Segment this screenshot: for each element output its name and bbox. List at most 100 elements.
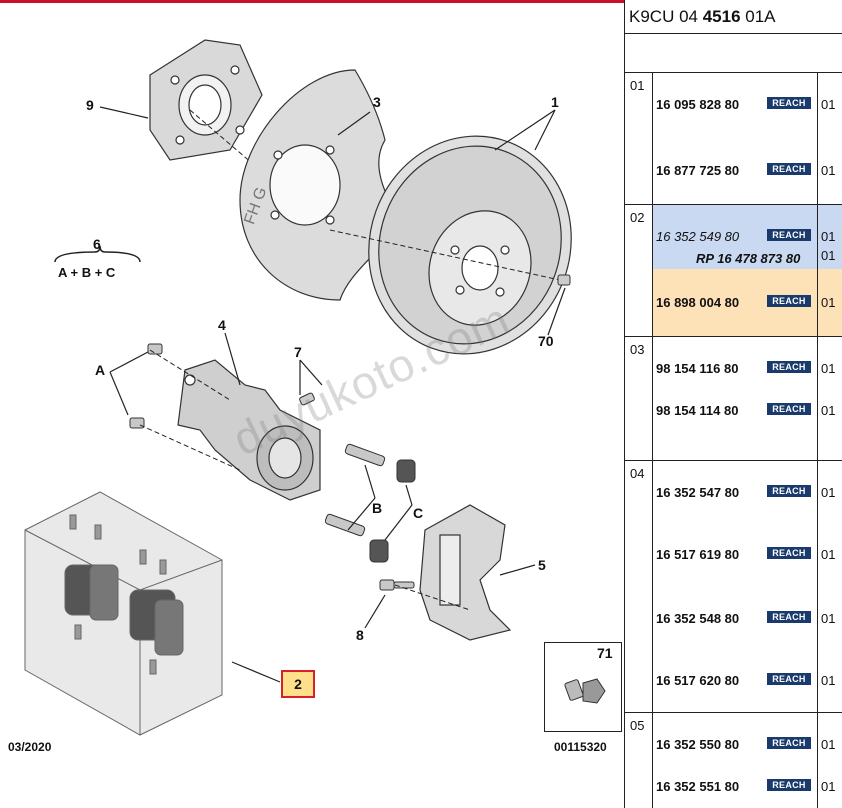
- header-accent-bar: [0, 0, 624, 3]
- part-number[interactable]: 16 352 551 80: [656, 779, 740, 794]
- group-divider: [652, 205, 653, 336]
- callout-7[interactable]: 7: [294, 344, 302, 360]
- part-quantity: 01: [821, 163, 836, 178]
- part-number[interactable]: 98 154 116 80: [656, 361, 739, 376]
- bracket-bolt-part[interactable]: [379, 579, 415, 591]
- brake-pad-kit-part[interactable]: [24, 491, 223, 736]
- reach-badge: REACH: [767, 97, 811, 109]
- part-quantity: 01: [821, 248, 836, 263]
- caliper-bracket-part[interactable]: [419, 504, 512, 641]
- callout-1[interactable]: 1: [551, 94, 559, 110]
- reach-badge: REACH: [767, 163, 811, 175]
- exploded-parts-diagram: FH G: [0, 0, 624, 754]
- callout-b[interactable]: B: [372, 500, 383, 516]
- part-quantity: 01: [821, 295, 836, 310]
- part-row[interactable]: 98 154 116 80 REACH 01: [652, 361, 842, 381]
- callout-6[interactable]: 6: [93, 236, 101, 252]
- part-quantity: 01: [821, 485, 836, 500]
- callout-abc[interactable]: A + B + C: [58, 265, 116, 280]
- part-row[interactable]: 98 154 114 80 REACH 01: [652, 403, 842, 423]
- callout-3[interactable]: 3: [373, 94, 381, 110]
- parts-group-04: 04 16 352 547 80 REACH 01 16 517 619 80 …: [625, 460, 842, 712]
- diagram-date: 03/2020: [8, 740, 52, 754]
- part-number[interactable]: 16 517 619 80: [656, 547, 740, 562]
- reach-badge: REACH: [767, 547, 811, 559]
- group-divider: [817, 461, 818, 712]
- code-bold: 4516: [702, 7, 741, 26]
- part-quantity: 01: [821, 611, 836, 626]
- part-number[interactable]: 16 095 828 80: [656, 97, 740, 112]
- parts-group-01: 01 16 095 828 80 REACH 01 16 877 725 80 …: [625, 72, 842, 204]
- callout-70[interactable]: 70: [538, 333, 554, 349]
- callout-4[interactable]: 4: [218, 317, 226, 333]
- callout-9[interactable]: 9: [86, 97, 94, 113]
- part-number[interactable]: 16 352 547 80: [656, 485, 740, 500]
- code-suffix: 01A: [740, 7, 776, 26]
- group-number: 01: [630, 78, 645, 93]
- caliper-bolt-a-part[interactable]: [129, 343, 163, 429]
- reach-badge: REACH: [767, 673, 811, 685]
- part-row[interactable]: 16 095 828 80 REACH 01: [652, 97, 842, 117]
- brake-caliper-part[interactable]: [177, 359, 321, 501]
- inset-part-71[interactable]: 71: [544, 642, 622, 732]
- part-quantity: 01: [821, 673, 836, 688]
- disc-screw-part[interactable]: [557, 274, 571, 286]
- group-number: 02: [630, 210, 645, 225]
- part-row[interactable]: 16 517 619 80 REACH 01: [652, 547, 842, 567]
- part-quantity: 01: [821, 361, 836, 376]
- group-number: 04: [630, 466, 645, 481]
- group-number: 03: [630, 342, 645, 357]
- callout-2-highlighted[interactable]: 2: [281, 670, 315, 698]
- group-divider: [652, 461, 653, 712]
- parts-group-03: 03 98 154 116 80 REACH 01 98 154 114 80 …: [625, 336, 842, 460]
- reach-badge: REACH: [767, 737, 811, 749]
- part-row[interactable]: 16 352 547 80 REACH 01: [652, 485, 842, 505]
- part-row[interactable]: 16 517 620 80 REACH 01: [652, 673, 842, 693]
- callout-5[interactable]: 5: [538, 557, 546, 573]
- group-divider: [652, 713, 653, 808]
- replacement-part-number[interactable]: RP 16 478 873 80: [696, 251, 801, 266]
- pin-boot-c-part[interactable]: [369, 459, 416, 563]
- part-number[interactable]: 16 352 549 80: [656, 229, 740, 244]
- parts-list-panel: K9CU 04 4516 01A 01 16 095 828 80 REACH …: [624, 0, 842, 808]
- part-quantity: 01: [821, 403, 836, 418]
- diagram-doc-number: 00115320: [554, 740, 607, 754]
- callout-8[interactable]: 8: [356, 627, 364, 643]
- diagram-code: K9CU 04 4516 01A: [625, 0, 842, 34]
- part-quantity: 01: [821, 737, 836, 752]
- group-divider: [652, 337, 653, 460]
- part-row[interactable]: 16 352 548 80 REACH 01: [652, 611, 842, 631]
- reach-badge: REACH: [767, 779, 811, 791]
- part-number[interactable]: 16 877 725 80: [656, 163, 740, 178]
- parts-drawing: FH G: [24, 39, 601, 736]
- part-number[interactable]: 16 352 548 80: [656, 611, 740, 626]
- callout-71: 71: [597, 645, 613, 661]
- dust-shield-part[interactable]: [239, 69, 401, 301]
- part-row[interactable]: 16 352 549 80 REACH 01: [652, 229, 842, 249]
- part-number[interactable]: 16 352 550 80: [656, 737, 740, 752]
- replacement-row[interactable]: RP 16 478 873 80 01: [652, 248, 842, 269]
- code-prefix: K9CU 04: [629, 7, 703, 26]
- callout-c[interactable]: C: [413, 505, 424, 521]
- part-row[interactable]: 16 352 551 80 REACH 01: [652, 779, 842, 799]
- part-row[interactable]: 16 877 725 80 REACH 01: [652, 163, 842, 183]
- part-number[interactable]: 16 517 620 80: [656, 673, 740, 688]
- hub-knuckle-part[interactable]: [149, 39, 263, 161]
- part-number[interactable]: 16 898 004 80: [656, 295, 740, 310]
- reach-badge: REACH: [767, 485, 811, 497]
- guide-pin-b-part[interactable]: [324, 443, 386, 537]
- part-row[interactable]: 16 352 550 80 REACH 01: [652, 737, 842, 757]
- part-quantity: 01: [821, 779, 836, 794]
- callout-a[interactable]: A: [95, 362, 106, 378]
- bleed-screw-part[interactable]: [299, 392, 315, 406]
- reach-badge: REACH: [767, 295, 811, 307]
- brake-disc-part[interactable]: [338, 107, 601, 382]
- parts-group-02: 02 16 352 549 80 REACH 01 RP 16 478 873 …: [625, 204, 842, 337]
- parts-group-05: 05 16 352 550 80 REACH 01 16 352 551 80 …: [625, 712, 842, 808]
- reach-badge: REACH: [767, 611, 811, 623]
- part-number[interactable]: 98 154 114 80: [656, 403, 739, 418]
- group-divider: [817, 73, 818, 204]
- part-row[interactable]: 16 898 004 80 REACH 01: [652, 295, 842, 315]
- group-divider: [652, 73, 653, 204]
- group-divider: [817, 337, 818, 460]
